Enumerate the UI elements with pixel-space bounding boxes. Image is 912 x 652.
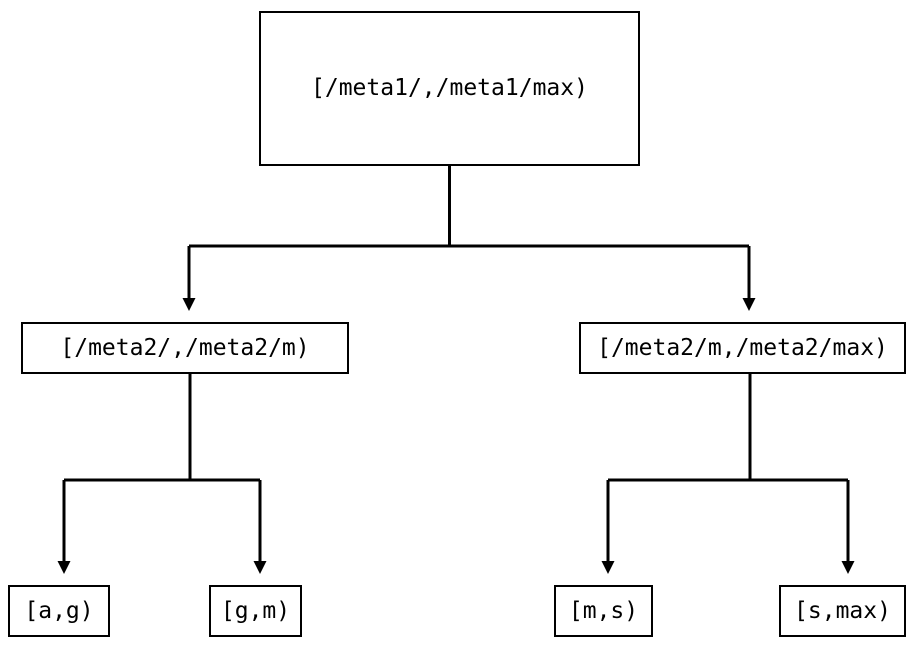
node-leaf-s-max-label: [s,max) <box>794 597 891 624</box>
node-leaf-g-m: [g,m) <box>209 585 302 637</box>
node-leaf-s-max: [s,max) <box>779 585 906 637</box>
node-root-label: [/meta1/,/meta1/max) <box>311 75 588 101</box>
node-root: [/meta1/,/meta1/max) <box>259 11 640 166</box>
arrowhead-leaf-a-g-icon <box>57 561 71 574</box>
node-leaf-a-g: [a,g) <box>8 585 110 637</box>
node-mid-left: [/meta2/,/meta2/m) <box>21 322 349 374</box>
node-mid-right: [/meta2/m,/meta2/max) <box>579 322 906 374</box>
node-mid-left-label: [/meta2/,/meta2/m) <box>60 334 310 361</box>
node-leaf-m-s-label: [m,s) <box>568 597 639 624</box>
node-leaf-a-g-label: [a,g) <box>24 597 94 624</box>
arrowhead-mid-left-icon <box>182 298 196 311</box>
node-leaf-g-m-label: [g,m) <box>220 597 291 624</box>
arrowhead-leaf-m-s-icon <box>601 561 615 574</box>
arrowhead-mid-right-icon <box>742 298 756 311</box>
arrowhead-leaf-g-m-icon <box>253 561 267 574</box>
arrowhead-leaf-s-max-icon <box>841 561 855 574</box>
node-leaf-m-s: [m,s) <box>554 585 653 637</box>
node-mid-right-label: [/meta2/m,/meta2/max) <box>597 334 888 361</box>
